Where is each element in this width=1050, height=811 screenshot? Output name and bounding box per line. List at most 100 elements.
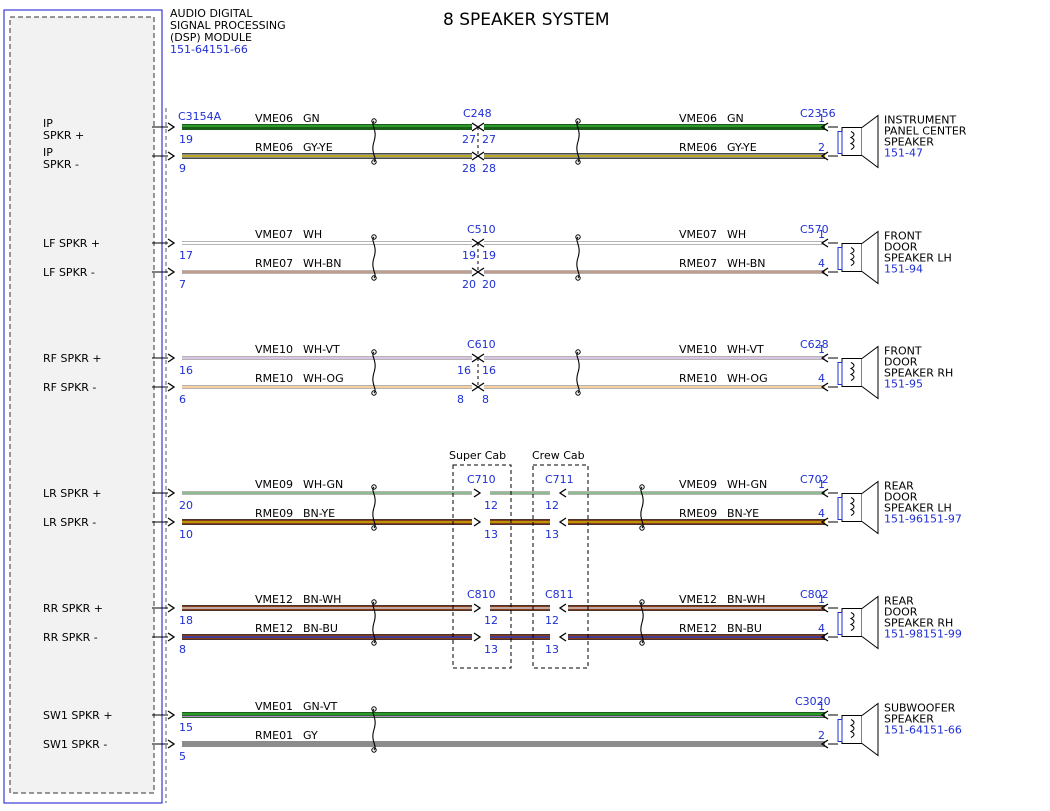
twisted-pair-marker [639, 484, 645, 531]
inline-pin-arrow [558, 603, 567, 613]
module-pin-number: 9 [179, 162, 186, 175]
inline-pin-arrow [473, 603, 482, 613]
inline-connector-id: C810 [467, 588, 496, 601]
speaker-name: DOOR [884, 491, 918, 504]
wire-vme06 [484, 124, 825, 130]
speaker-name: REAR [884, 480, 914, 493]
dsp-module-body [9, 16, 155, 794]
module-pin-arrow [167, 517, 176, 527]
module-pin-number: 15 [179, 721, 193, 734]
speaker-pin-arrow [820, 122, 829, 132]
wire-color-label: GN [727, 112, 744, 125]
module-pin-arrow [167, 122, 176, 132]
wire-circuit-label: RME10 [255, 372, 293, 385]
module-pin-number: 17 [179, 249, 193, 262]
wire-circuit-label: RME07 [679, 257, 717, 270]
pin-label: LF SPKR + [43, 237, 100, 250]
wire-circuit-label: RME01 [255, 729, 293, 742]
inline-pin-arrow [476, 267, 485, 277]
wire-circuit-label: VME06 [679, 112, 717, 125]
speaker-pin-number: 1 [818, 112, 825, 125]
module-connector-id: C3154A [178, 110, 222, 123]
inline-pin-number: 13 [545, 643, 559, 656]
speaker-icon [837, 480, 879, 535]
speaker-connector-id: C2356 [800, 107, 836, 120]
speaker-name: DOOR [884, 356, 918, 369]
speaker-name: PANEL CENTER [884, 125, 967, 138]
wire-circuit-label: VME12 [679, 593, 717, 606]
inline-pin-arrow [558, 632, 567, 642]
inline-pin-number: 20 [482, 278, 496, 291]
speaker-connector-id: C702 [800, 473, 829, 486]
wire-circuit-label: RME07 [255, 257, 293, 270]
speaker-pin-arrow [820, 353, 829, 363]
inline-pin-number: 28 [482, 162, 496, 175]
wire-circuit-label: RME12 [679, 622, 717, 635]
module-pin-arrow [167, 267, 176, 277]
speaker-pin-number: 1 [818, 228, 825, 241]
wire-color-label: GN-VT [303, 700, 338, 713]
speaker-icon [837, 114, 879, 169]
twisted-pair-marker [371, 706, 377, 753]
inline-connector-id: C610 [467, 338, 496, 351]
module-pin-number: 19 [179, 133, 193, 146]
speaker-pin-number: 2 [818, 141, 825, 154]
pin-label: SPKR + [43, 129, 84, 142]
inline-pin-number: 27 [462, 133, 476, 146]
speaker-name: REAR [884, 595, 914, 608]
twisted-pair-marker [371, 234, 377, 281]
wire-circuit-label: VME06 [255, 112, 293, 125]
speaker-connector-id: C3020 [795, 695, 831, 708]
crew-cab-label: Crew Cab [532, 449, 585, 462]
module-pin-number: 16 [179, 364, 193, 377]
speaker-name: SPEAKER RH [884, 617, 953, 630]
wire-color-label: BN-YE [727, 507, 759, 520]
speaker-pin-number: 4 [818, 507, 825, 520]
wire-color-label: BN-WH [303, 593, 341, 606]
speaker-pin-number: 1 [818, 593, 825, 606]
module-pin-number: 18 [179, 614, 193, 627]
module-name: AUDIO DIGITAL [170, 7, 253, 20]
wire-circuit-label: VME09 [679, 478, 717, 491]
inline-pin-number: 20 [462, 278, 476, 291]
wire-color-label: WH-GN [303, 478, 343, 491]
inline-connector-id: C710 [467, 473, 496, 486]
speaker-pin-number: 1 [818, 343, 825, 356]
module-name: SIGNAL PROCESSING [170, 19, 286, 32]
wire-color-label: BN-BU [727, 622, 762, 635]
wire-color-label: BN-WH [727, 593, 765, 606]
inline-pin-number: 16 [457, 364, 471, 377]
module-pin-arrow [167, 632, 176, 642]
wire-circuit-label: VME01 [255, 700, 293, 713]
speaker-pin-number: 4 [818, 257, 825, 270]
wire-color-label: GY-YE [303, 141, 333, 154]
module-pin-arrow [167, 151, 176, 161]
speaker-pin-arrow [820, 151, 829, 161]
speaker-pin-arrow [820, 710, 829, 720]
twisted-pair-marker [639, 599, 645, 646]
wire-circuit-label: RME09 [255, 507, 293, 520]
speaker-pin-number: 1 [818, 478, 825, 491]
page-title: 8 SPEAKER SYSTEM [443, 10, 610, 30]
module-pin-arrow [167, 238, 176, 248]
speaker-pin-arrow [820, 603, 829, 613]
speaker-pin-arrow [820, 739, 829, 749]
inline-pin-arrow [476, 382, 485, 392]
speaker-ref: 151-96151-97 [884, 513, 962, 526]
wire-color-label: WH-GN [727, 478, 767, 491]
speaker-name: SPEAKER [884, 136, 934, 149]
wire-color-label: WH-BN [727, 257, 766, 270]
dsp-module-outline [3, 9, 163, 804]
inline-pin-number: 13 [545, 528, 559, 541]
inline-pin-arrow [558, 488, 567, 498]
module-pin-number: 5 [179, 750, 186, 763]
pin-label: LR SPKR - [43, 516, 96, 529]
twisted-pair-marker [371, 118, 377, 165]
module-pin-number: 10 [179, 528, 193, 541]
wire-circuit-label: VME07 [255, 228, 293, 241]
speaker-pin-arrow [820, 632, 829, 642]
super-cab-label: Super Cab [449, 449, 506, 462]
module-pin-arrow [167, 739, 176, 749]
wire-color-label: WH-BN [303, 257, 342, 270]
inline-pin-number: 27 [482, 133, 496, 146]
